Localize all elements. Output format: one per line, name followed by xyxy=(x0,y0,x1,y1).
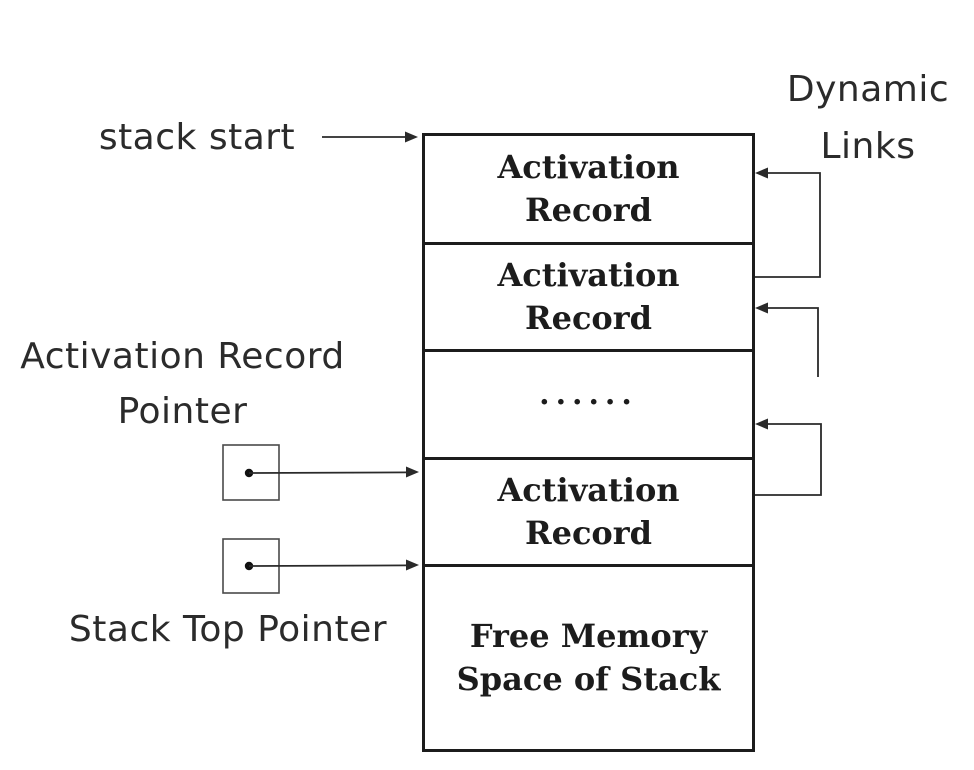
stack-top-pointer-cell xyxy=(222,538,419,594)
stack-section-ellipsis: ...... xyxy=(425,349,752,457)
dynamic-links-label-line2: Links xyxy=(820,126,916,167)
activation-record-pointer-label-line1: Activation Record xyxy=(20,336,345,377)
dynamic-links-label-line1: Dynamic xyxy=(786,69,950,110)
section-label: Activation Record xyxy=(497,147,680,229)
stack-section-free-memory: Free Memory Space of Stack xyxy=(425,564,752,749)
section-label: Activation Record xyxy=(497,470,680,552)
stack-section-activation-record-2: Activation Record xyxy=(425,242,752,349)
dynamic-link-arrow-2 xyxy=(755,302,819,377)
activation-record-pointer-label-line2: Pointer xyxy=(117,391,248,432)
stack-section-activation-record-3: Activation Record xyxy=(425,457,752,564)
activation-record-pointer-cell xyxy=(222,444,419,501)
stack-section-activation-record-1: Activation Record xyxy=(425,136,752,242)
stack-box: Activation Record Activation Record ....… xyxy=(422,133,755,752)
section-label: ...... xyxy=(539,377,638,413)
section-label: Activation Record xyxy=(497,255,680,337)
section-label: Free Memory Space of Stack xyxy=(456,616,721,698)
stack-top-pointer-label: Stack Top Pointer xyxy=(68,609,388,650)
stack-start-label: stack start xyxy=(98,117,296,158)
stack-start-arrow xyxy=(322,131,418,143)
